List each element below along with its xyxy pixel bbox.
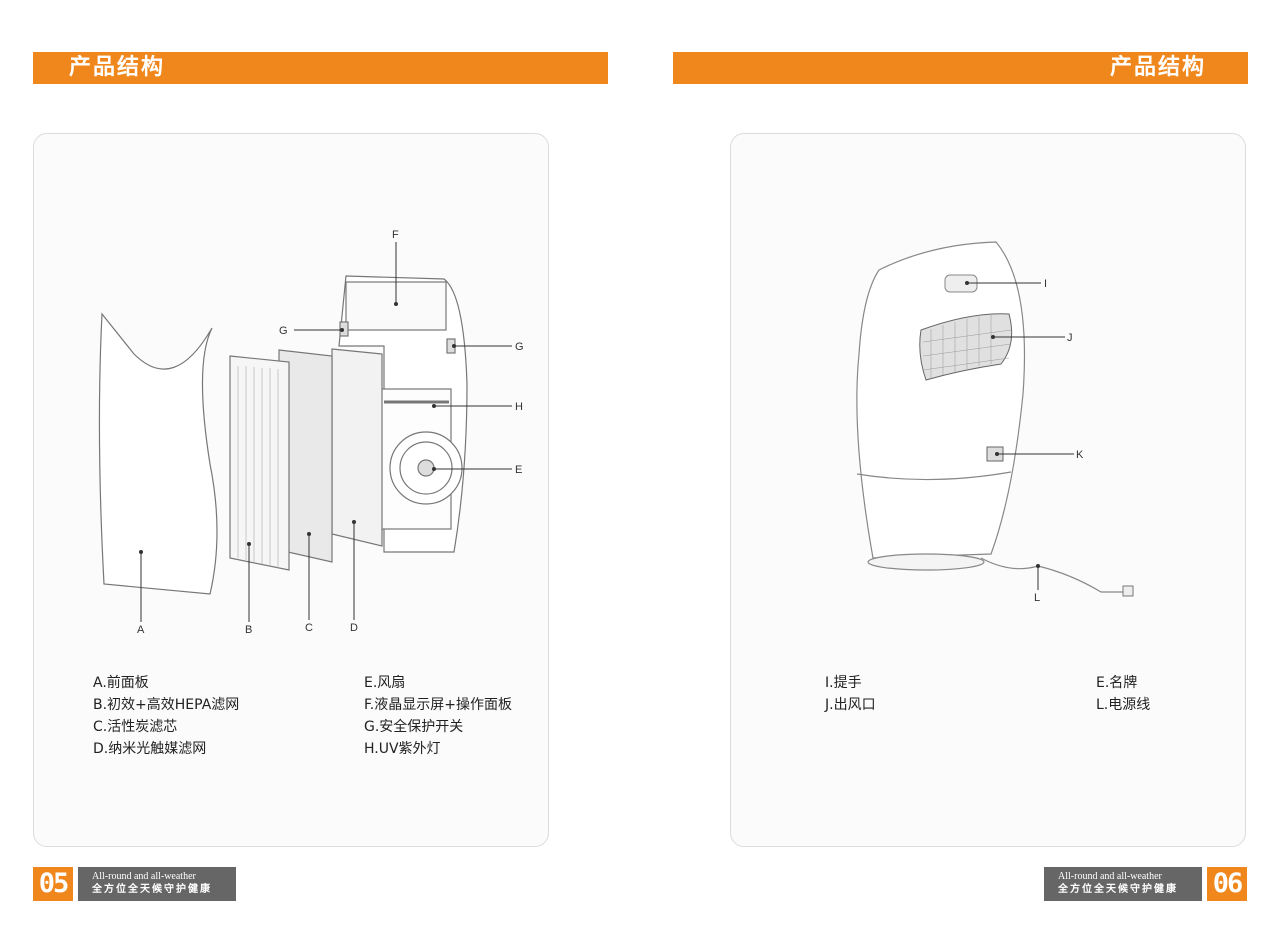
legend-item: C.活性炭滤芯	[93, 719, 178, 735]
legend-item: G.安全保护开关	[364, 719, 464, 735]
legend-right-column: E.风扇 F.液晶显示屏+操作面板 G.安全保护开关 H.UV紫外灯	[364, 672, 512, 760]
power-cord	[980, 557, 1126, 593]
legend-right-column: E.名牌 L.电源线	[1096, 672, 1150, 716]
callout-J: J	[1067, 332, 1073, 344]
safety-switch-left	[339, 321, 349, 337]
legend-item: J.出风口	[825, 697, 876, 713]
footer-tagline-right: All-round and all-weather 全方位全天候守护健康	[1044, 867, 1202, 901]
legend-item: H.UV紫外灯	[364, 741, 441, 757]
rear-view-panel: I J K L I.提手 J.出风口 E.名牌 L.电源线	[730, 133, 1246, 847]
exploded-diagram-panel: F G G H E A B C D A.前面板 B.初效+高效HEPA滤网 C.…	[33, 133, 549, 847]
callout-L: L	[1034, 592, 1040, 604]
photocatalyst-filter	[331, 348, 383, 547]
footer-tagline-left: All-round and all-weather 全方位全天候守护健康	[78, 867, 236, 901]
legend-item: I.提手	[825, 675, 862, 691]
tagline-zh: 全方位全天候守护健康	[92, 884, 212, 895]
callout-E: E	[515, 464, 522, 476]
callout-I: I	[1044, 278, 1047, 290]
callout-B: B	[245, 624, 252, 636]
callout-F: F	[392, 229, 399, 241]
page-title-left: 产品结构	[69, 55, 166, 80]
legend-left-column: I.提手 J.出风口	[825, 672, 876, 716]
legend-item: B.初效+高效HEPA滤网	[93, 697, 240, 713]
page-number-left: 05	[33, 867, 73, 901]
legend-item: E.风扇	[364, 675, 406, 691]
header-bar-right: 产品结构	[673, 52, 1248, 84]
callout-K: K	[1076, 449, 1084, 461]
callout-A: A	[137, 624, 145, 636]
legend-item: E.名牌	[1096, 675, 1138, 691]
legend-item: A.前面板	[93, 675, 149, 691]
tagline-zh: 全方位全天候守护健康	[1058, 884, 1178, 895]
hepa-filter	[229, 355, 290, 571]
plug	[1122, 585, 1134, 597]
callout-D: D	[350, 622, 358, 634]
header-bar-left: 产品结构	[33, 52, 608, 84]
purifier-body	[856, 241, 1026, 559]
rear-view-diagram: I J K L	[856, 241, 1134, 604]
page-number-right: 06	[1207, 867, 1247, 901]
exploded-view-diagram: F G G H E A B C D	[98, 229, 524, 636]
tagline-en: All-round and all-weather	[92, 871, 196, 882]
callout-C: C	[305, 622, 313, 634]
legend-item: D.纳米光触媒滤网	[93, 741, 207, 757]
legend-item: F.液晶显示屏+操作面板	[364, 697, 512, 713]
legend-left-column: A.前面板 B.初效+高效HEPA滤网 C.活性炭滤芯 D.纳米光触媒滤网	[93, 672, 239, 760]
callout-H: H	[515, 401, 523, 413]
tagline-en: All-round and all-weather	[1058, 871, 1162, 882]
front-panel	[98, 312, 218, 595]
legend-item: L.电源线	[1096, 697, 1151, 713]
callout-G-right: G	[515, 341, 524, 353]
base	[867, 553, 985, 571]
callout-G-left: G	[279, 325, 288, 337]
page-title-right: 产品结构	[1109, 55, 1206, 80]
